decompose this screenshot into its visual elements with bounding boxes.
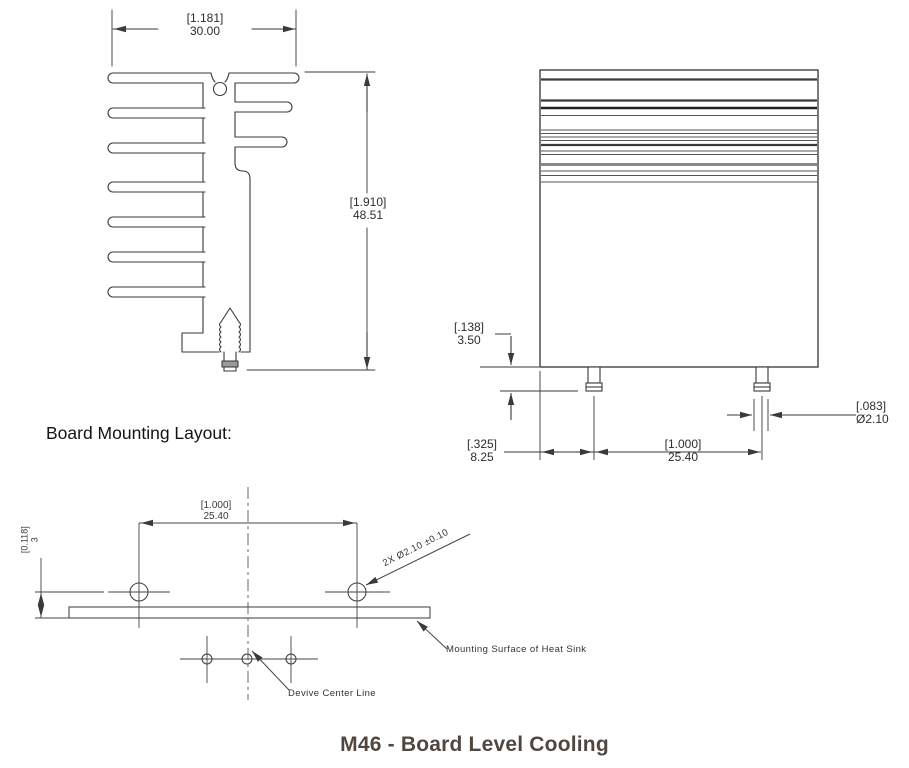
mounting-surface-label: Mounting Surface of Heat Sink — [446, 644, 587, 655]
dimension-mm: 3.50 — [457, 332, 481, 347]
dimension-mm: 8.25 — [470, 449, 494, 464]
dimension-mm: 48.51 — [352, 207, 384, 222]
dimension-inches: [.138] — [453, 320, 485, 334]
side-view-drawing — [107, 9, 376, 372]
device-center-line-label: Devive Center Line — [288, 688, 376, 699]
front-pin-offset-dimension: [.325] 8.25 — [458, 438, 506, 464]
dimension-inches: [1.910] — [349, 195, 387, 209]
dimension-inches: [1.000] — [664, 437, 702, 451]
side-height-dimension: [1.910] 48.51 — [330, 196, 406, 222]
front-pin-protrusion-dimension: [.138] 3.50 — [444, 321, 494, 347]
front-pin-spacing-dimension: [1.000] 25.40 — [657, 438, 709, 464]
front-view-drawing — [480, 69, 856, 460]
side-width-dimension: [1.181] 30.00 — [160, 12, 250, 38]
board-layout-drawing — [35, 487, 471, 700]
dimension-mm: Ø2.10 — [856, 411, 889, 426]
dimension-mm: 3 — [29, 537, 39, 543]
dimension-mm: 25.40 — [203, 510, 229, 522]
page-title: M46 - Board Level Cooling — [340, 733, 609, 756]
dimension-inches: [1.000] — [200, 500, 232, 511]
board-thickness-dimension: [0.118] 3 — [19, 512, 39, 568]
dimension-mm: 30.00 — [189, 23, 221, 38]
board-hole-spacing-dimension: [1.000] 25.40 — [190, 500, 242, 523]
board-layout-heading: Board Mounting Layout: — [46, 423, 232, 443]
dimension-inches: [.083] — [856, 399, 887, 413]
front-pin-diameter-dimension: [.083] Ø2.10 — [856, 400, 906, 426]
dimension-inches: [1.181] — [186, 11, 224, 25]
dimension-inches: [.325] — [466, 437, 498, 451]
dimension-mm: 25.40 — [667, 449, 699, 464]
